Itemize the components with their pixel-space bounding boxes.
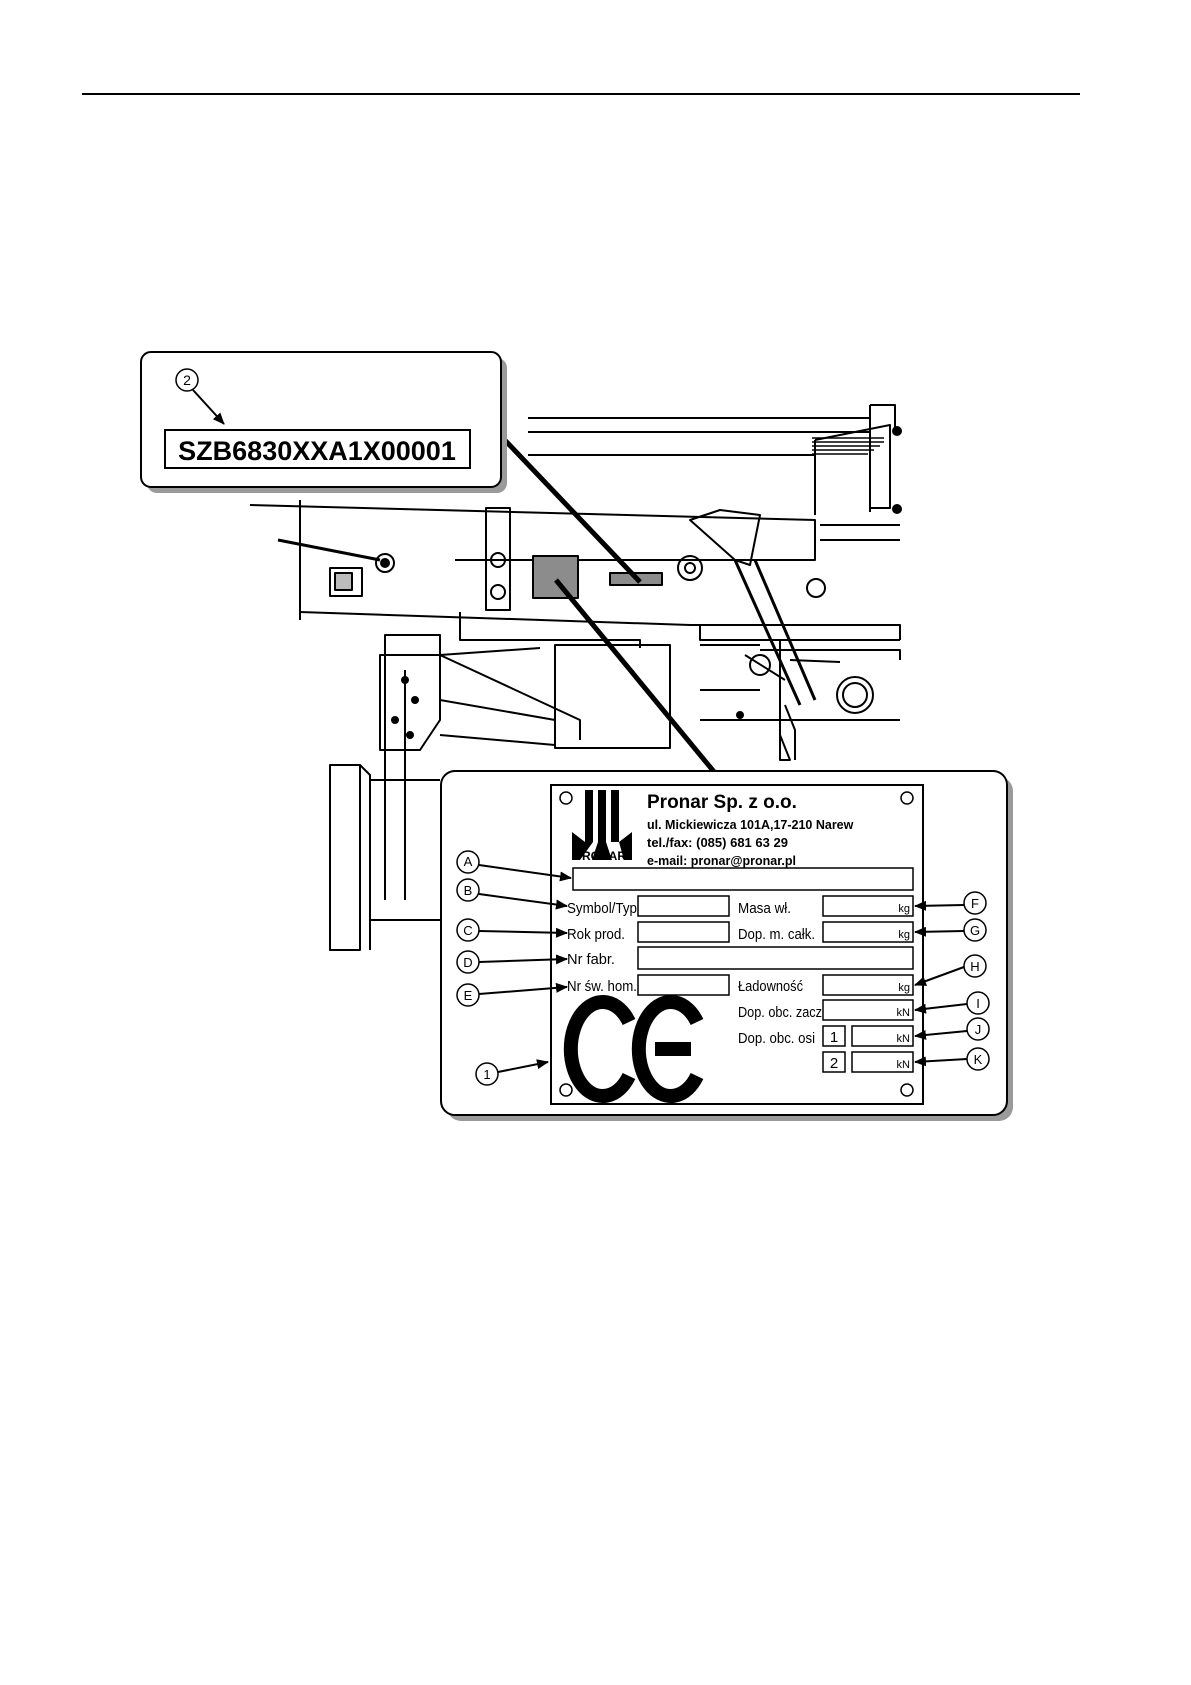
callout-e: E [464,988,473,1003]
label-rok-prod: Rok prod. [567,926,625,943]
nameplate-position-marker [533,556,578,598]
unit-h: kg [898,982,910,994]
vin-text: SZB6830XXA1X00001 [178,436,456,466]
callout-c: C [463,923,472,938]
label-dop-obc-zacz: Dop. obc. zacz [738,1004,822,1021]
unit-k: kN [897,1059,911,1071]
callout-a: A [464,854,473,869]
unit-g: kg [898,929,910,941]
callout-b: B [464,883,473,898]
callout-1: 1 [483,1067,490,1082]
vin-callout-number: 2 [183,372,191,388]
callout-d: D [463,955,472,970]
label-dop-m-calk: Dop. m. całk. [738,926,815,943]
label-ladownosc: Ładowność [738,978,803,995]
unit-i: kN [897,1007,911,1019]
vin-callout-panel [141,352,507,493]
callout-i: I [976,996,980,1011]
callout-j: J [975,1022,982,1037]
axle-2-number: 2 [830,1055,838,1072]
label-masa-wl: Masa wł. [738,900,791,917]
callout-g: G [970,923,980,938]
plate-email: e-mail: pronar@pronar.pl [647,854,796,868]
label-symbol-typ: Symbol/Typ [567,900,637,917]
unit-j: kN [897,1033,911,1045]
label-nr-sw-hom: Nr św. hom. [567,978,637,995]
label-dop-obc-osi: Dop. obc. osi [738,1030,815,1047]
plate-phone: tel./fax: (085) 681 63 29 [647,835,788,850]
unit-f: kg [898,903,910,915]
axle-1-number: 1 [830,1029,838,1046]
label-nr-fabr: Nr fabr. [567,951,615,968]
callout-h: H [970,959,979,974]
plate-leader-line [556,580,715,773]
callout-f: F [971,896,979,911]
plate-address: ul. Mickiewicza 101A,17-210 Narew [647,818,854,832]
plate-company-name: Pronar Sp. z o.o. [647,792,797,813]
data-plate [551,785,923,1104]
hatched-strip [812,438,884,454]
pronar-logo-text: PRONAR [574,849,626,863]
callout-k: K [974,1052,983,1067]
